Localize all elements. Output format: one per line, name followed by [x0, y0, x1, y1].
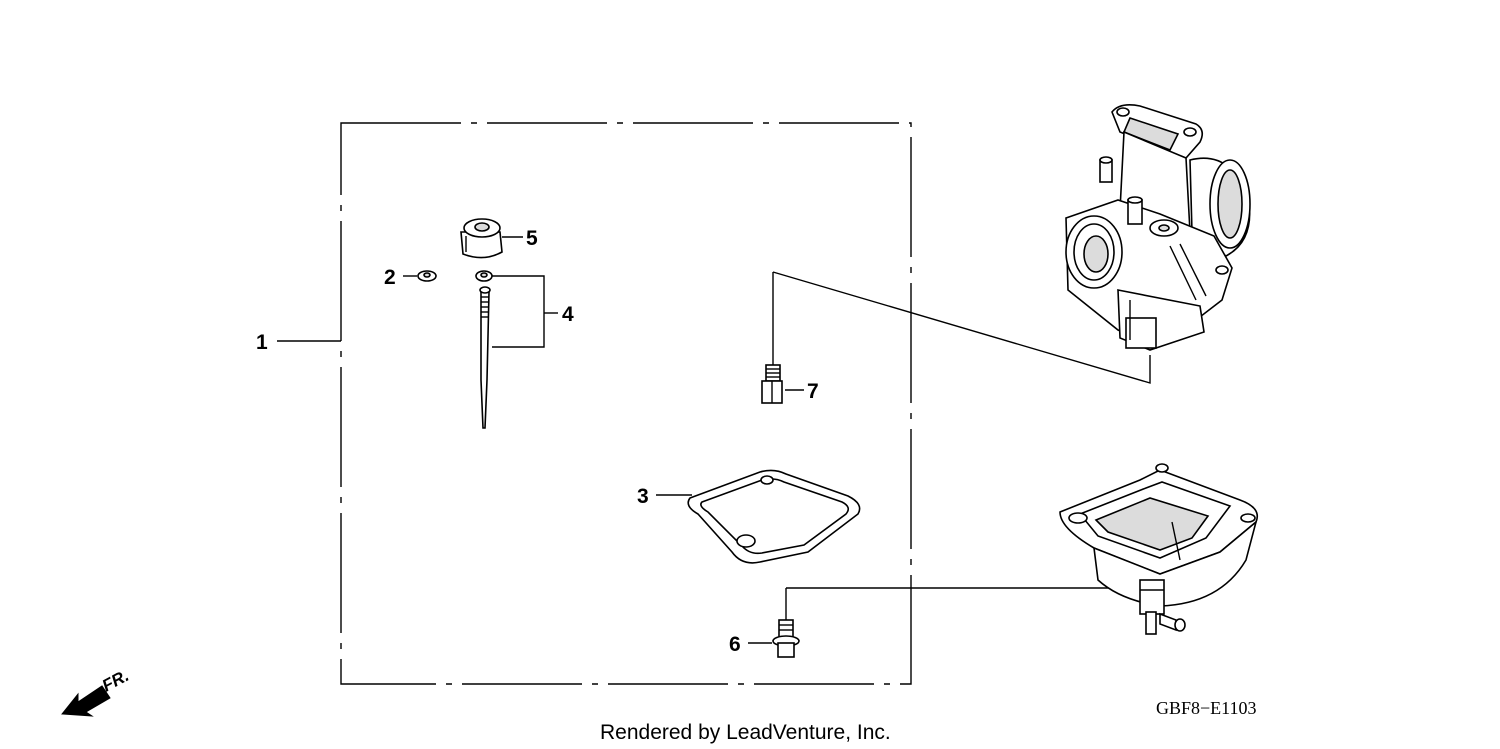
- part-6-drain-screw[interactable]: [772, 588, 800, 658]
- callout-5-label: 5: [526, 227, 538, 250]
- kit-boundary-frame: [340, 122, 912, 685]
- part-2-washer[interactable]: [417, 270, 437, 282]
- callout-7[interactable]: 7: [785, 380, 819, 403]
- rendered-by-credit: Rendered by LeadVenture, Inc.: [600, 721, 891, 744]
- callout-3-label: 3: [637, 485, 649, 508]
- part-4-jet-needle-set[interactable]: [475, 270, 493, 429]
- diagram-code: GBF8−E1103: [1156, 698, 1257, 718]
- leader-drain-screw-to-float-bowl: [786, 587, 1151, 610]
- callout-4-label: 4: [562, 303, 574, 326]
- callout-6-label: 6: [729, 633, 741, 656]
- part-3-gasket[interactable]: [687, 469, 861, 564]
- callout-5[interactable]: 5: [502, 227, 538, 250]
- callout-3[interactable]: 3: [637, 485, 692, 508]
- front-direction-indicator: FR.: [61, 666, 132, 717]
- callout-6[interactable]: 6: [729, 633, 772, 656]
- callout-7-label: 7: [807, 380, 819, 403]
- leader-pilot-jet-to-carburetor: [772, 271, 1151, 384]
- callout-4[interactable]: 4: [492, 275, 574, 348]
- carburetor-body-illustration: [1065, 104, 1251, 351]
- part-5-cap[interactable]: [460, 218, 503, 259]
- callout-2-label: 2: [384, 266, 396, 289]
- callout-2[interactable]: 2: [384, 266, 417, 289]
- callout-1[interactable]: 1: [256, 331, 341, 354]
- float-chamber-illustration: [1059, 463, 1259, 635]
- front-direction-arrow-icon: [61, 685, 111, 717]
- callout-1-label: 1: [256, 331, 268, 354]
- part-7-pilot-jet[interactable]: [761, 272, 783, 404]
